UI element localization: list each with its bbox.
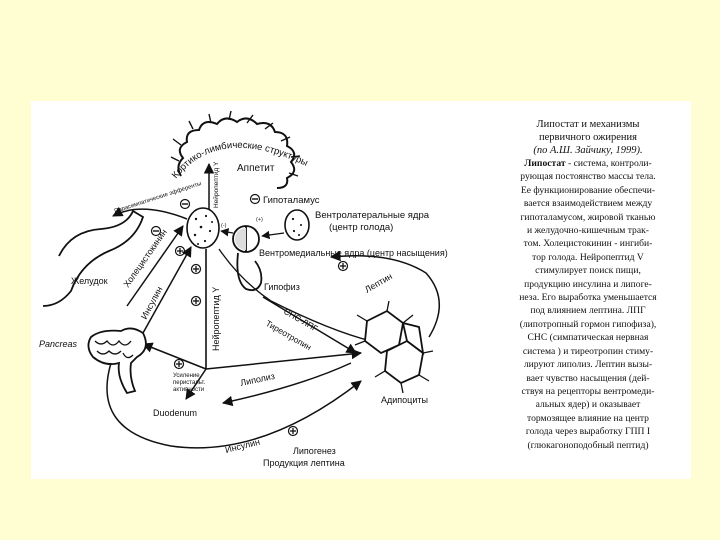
lipolysis-label: Липолиз xyxy=(239,371,275,388)
caption-line: под влиянием лептина. ЛПГ xyxy=(488,304,688,317)
hunger-center-label: (центр голода) xyxy=(329,222,393,233)
caption-lead-term: Липостат xyxy=(524,158,565,169)
pancreas-shape xyxy=(88,328,145,393)
caption-line: гипоталамусом, жировой тканью xyxy=(488,211,688,224)
caption-line: Ее функционирование обеспечи- xyxy=(488,184,688,197)
caption-title-line: (по А.Ш. Зайчику, 1999). xyxy=(488,144,688,157)
adipocytes-label: Адипоциты xyxy=(381,395,428,405)
caption-title-line: первичного ожирения xyxy=(488,131,688,144)
stomach-shape xyxy=(43,211,143,306)
small-label-a: (-) xyxy=(221,223,227,229)
appetite-label: Аппетит xyxy=(237,163,275,174)
caption-line: и желудочно-кишечным трак- xyxy=(488,224,688,237)
feedback-curve xyxy=(219,249,371,341)
caption-line: альных ядер) и оказывает xyxy=(488,398,688,411)
caption-line: ствуя на рецепторы вентромеди- xyxy=(488,385,688,398)
caption-text: Липостат и механизмы первичного ожирения… xyxy=(488,118,688,452)
caption-title: Липостат и механизмы первичного ожирения… xyxy=(488,118,688,157)
vm-to-arc-arrow xyxy=(221,231,233,233)
insulin-lower-label: Инсулин xyxy=(224,437,261,455)
parasympathetic-label: Парасимпатические эфференты xyxy=(114,181,203,215)
caption-lead-line: Липостат - система, контроли- xyxy=(488,157,688,170)
caption-line: лируют липолиз. Лептин вызы- xyxy=(488,358,688,371)
npy-to-adipocytes-arrow xyxy=(206,353,361,369)
vl-nuclei-label: Вентролатеральные ядра xyxy=(315,210,430,221)
caption-line: голода через выработку ГПП I xyxy=(488,425,688,438)
caption-line: (липотропный гормон гипофиза), xyxy=(488,318,688,331)
leptin-label: Лептин xyxy=(363,271,394,295)
adipocytes-cells xyxy=(365,311,423,383)
vm-nuclei-label: Вентромедиальные ядра (центр насыщения) xyxy=(259,248,448,258)
insulin-upper-arrow xyxy=(143,247,191,333)
vl-to-vm-arrow xyxy=(262,233,284,236)
small-label-b: (+) xyxy=(256,217,263,223)
caption-line: вает чувство насыщения (дей- xyxy=(488,372,688,385)
pancreas-label: Pancreas xyxy=(39,339,78,349)
leptin-production-label: Продукция лептина xyxy=(263,458,345,468)
lipostat-diagram: Кортико-лимбические структуры Аппетит Не… xyxy=(31,101,491,479)
caption-line: стимулирует поиск пищи, xyxy=(488,264,688,277)
caption-line: вается взаимодействием между xyxy=(488,197,688,210)
caption-line: неза. Его выработка уменьшается xyxy=(488,291,688,304)
caption-line: продукцию инсулина и липоге- xyxy=(488,278,688,291)
stomach-label: Желудок xyxy=(71,276,108,286)
lipogenesis-label: Липогенез xyxy=(293,446,336,456)
caption-line: (глюкагоноподобный пептид) xyxy=(488,439,688,452)
hypothalamus-label: Гипоталамус xyxy=(263,195,320,206)
pituitary-label: Гипофиз xyxy=(264,282,300,292)
caption-line: система ) и тиреотропин стиму- xyxy=(488,345,688,358)
caption-lead-rest: - система, контроли- xyxy=(566,158,652,169)
duodenum-label: Duodenum xyxy=(153,408,197,418)
vl-nucleus xyxy=(285,210,309,240)
caption-title-line: Липостат и механизмы xyxy=(488,118,688,131)
caption-line: тормозящее влияние на центр xyxy=(488,412,688,425)
caption-line: рующая постоянство массы тела. xyxy=(488,170,688,183)
npy-upper-label: Нейропептид Y xyxy=(212,161,220,208)
arcuate-nucleus xyxy=(187,208,219,248)
caption-line: том. Холецистокинин - ингиби- xyxy=(488,237,688,250)
caption-body: Липостат - система, контроли- рующая пос… xyxy=(488,157,688,452)
npy-lower-label: Нейропептид Y xyxy=(211,287,221,351)
insulin-lower-arrow xyxy=(107,363,361,448)
caption-line: тор голода. Нейропептид V xyxy=(488,251,688,264)
caption-line: СНС (симпатическая нервная xyxy=(488,331,688,344)
